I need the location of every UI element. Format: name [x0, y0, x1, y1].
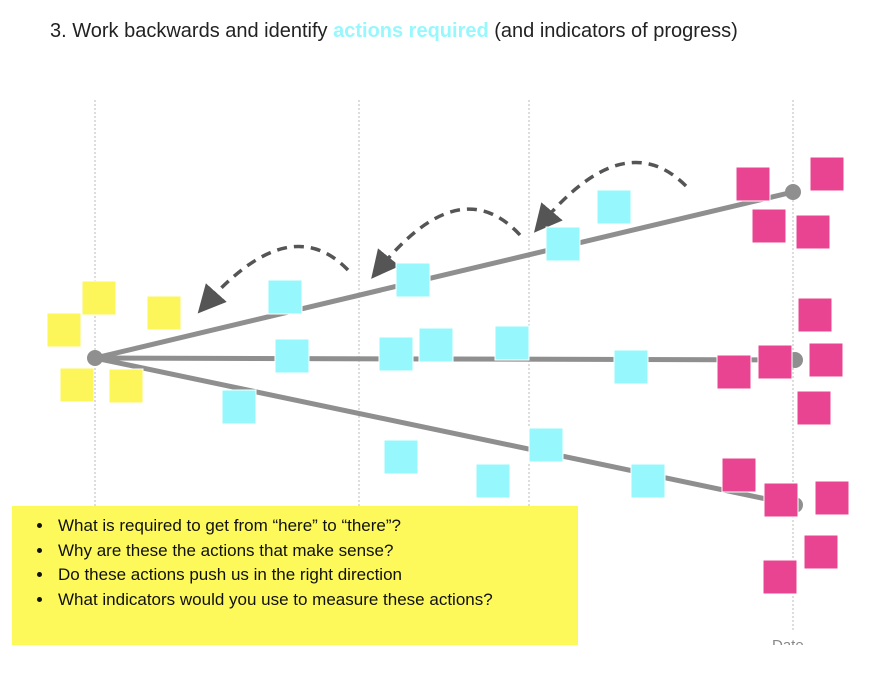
start-point	[87, 350, 103, 366]
sticky-note-goal	[814, 480, 850, 516]
sticky-note-goal	[735, 166, 771, 202]
sticky-note-goal	[809, 156, 845, 192]
sticky-note-action	[545, 226, 581, 262]
sticky-note-action	[378, 336, 414, 372]
sticky-note-action	[221, 389, 257, 425]
sticky-note-goal	[751, 208, 787, 244]
slide-bottom-edge	[0, 645, 880, 694]
sticky-note-start	[46, 312, 82, 348]
backward-arrow-2	[371, 207, 522, 279]
sticky-note-goal	[795, 214, 831, 250]
sticky-note-goal	[797, 297, 833, 333]
sticky-note-action	[274, 338, 310, 374]
title-highlight: actions required	[333, 20, 489, 42]
sticky-note-start	[59, 367, 95, 403]
sticky-note-action	[267, 279, 303, 315]
sticky-note-action	[418, 327, 454, 363]
date-axis-label: Date	[772, 636, 804, 645]
question-item: Do these actions push us in the right di…	[54, 563, 568, 588]
sticky-note-goal	[721, 457, 757, 493]
pathway-line-lower	[92, 355, 798, 508]
sticky-note-goal	[763, 482, 799, 518]
sticky-note-action	[383, 439, 419, 475]
slide-title: 3. Work backwards and identify actions r…	[50, 20, 738, 43]
sticky-note-action	[596, 189, 632, 225]
sticky-note-start	[108, 368, 144, 404]
sticky-note-goal	[716, 354, 752, 390]
question-item: What indicators would you use to measure…	[54, 588, 568, 613]
sticky-note-action	[395, 262, 431, 298]
question-item: Why are these the actions that make sens…	[54, 539, 568, 564]
sticky-note-action	[630, 463, 666, 499]
sticky-note-action	[475, 463, 511, 499]
title-suffix: (and indicators of progress)	[488, 20, 738, 42]
end-point-upper	[785, 184, 801, 200]
questions-list: What is required to get from “here” to “…	[28, 514, 568, 612]
question-item: What is required to get from “here” to “…	[54, 514, 568, 539]
sticky-note-goal	[803, 534, 839, 570]
sticky-note-action	[613, 349, 649, 385]
title-prefix: 3. Work backwards and identify	[50, 20, 334, 42]
sticky-note-action	[528, 427, 564, 463]
sticky-note-start	[81, 280, 117, 316]
sticky-note-goal	[796, 390, 832, 426]
sticky-note-goal	[808, 342, 844, 378]
sticky-note-goal	[762, 559, 798, 595]
sticky-note-action	[494, 325, 530, 361]
sticky-note-start	[146, 295, 182, 331]
backward-arrow-3	[533, 160, 688, 233]
pathway-line-upper	[92, 189, 796, 361]
backward-arrow-1	[197, 244, 350, 314]
sticky-note-goal	[757, 344, 793, 380]
guiding-questions-box: What is required to get from “here” to “…	[12, 506, 578, 645]
